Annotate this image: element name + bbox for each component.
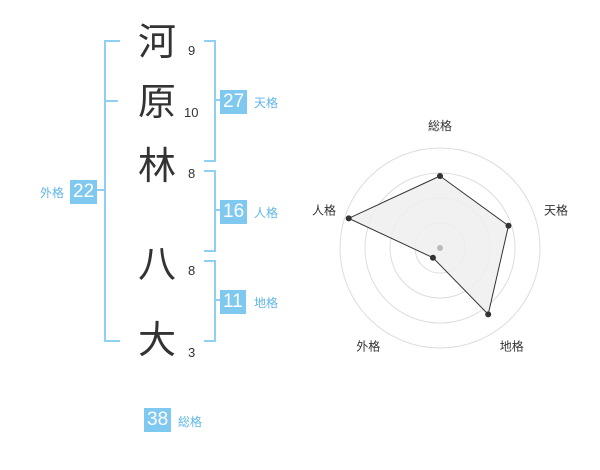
stroke-count-4: 8 [188, 263, 196, 278]
name-char-4: 八 [138, 242, 177, 286]
tenkaku-bracket [204, 40, 216, 162]
chikaku-connector [214, 299, 222, 301]
chikaku-value-badge: 11 [220, 290, 246, 314]
soukaku-label: 総格 [178, 415, 203, 429]
radar-grid-ring [339, 147, 541, 349]
tenkaku-connector [214, 99, 222, 101]
stroke-count-1: 9 [188, 43, 196, 58]
soukaku-value-badge: 38 [144, 408, 172, 432]
radar-point-3 [485, 311, 492, 318]
gaikaku-bracket-mid [104, 100, 118, 102]
radar-point-5 [345, 215, 352, 222]
radar-point-4 [429, 254, 436, 261]
radar-point-1 [437, 173, 443, 179]
tenkaku-value-badge: 27 [220, 90, 248, 114]
name-char-5: 大 [138, 318, 177, 362]
radar-axis-label-3: 地格 [500, 339, 524, 354]
radar-axis-label-2: 天格 [544, 202, 568, 217]
chikaku-bracket [204, 260, 216, 342]
stroke-count-5: 3 [188, 345, 196, 360]
radar-axis-label-4: 外格 [356, 339, 380, 354]
gaikaku-label: 外格 [40, 186, 65, 200]
gaikaku-connector [96, 189, 104, 191]
jinkaku-connector [214, 209, 222, 211]
radar-axis-label-5: 人格 [312, 202, 336, 217]
stroke-count-3: 8 [188, 166, 196, 181]
radar-center-dot [437, 245, 443, 251]
gaikaku-value-badge: 22 [70, 180, 98, 204]
name-char-2: 原 [138, 80, 177, 124]
gaikaku-bracket [104, 40, 120, 342]
chikaku-label: 地格 [254, 296, 279, 310]
tenkaku-label: 天格 [254, 96, 279, 110]
radar-axis-label-1: 総格 [428, 118, 452, 133]
name-char-3: 林 [138, 144, 177, 188]
jinkaku-value-badge: 16 [220, 200, 248, 224]
jinkaku-bracket [204, 170, 216, 252]
stroke-count-2: 10 [184, 105, 199, 120]
jinkaku-label: 人格 [254, 206, 279, 220]
radar-point-2 [505, 222, 512, 229]
name-char-1: 河 [138, 20, 177, 64]
radar-data-polygon [347, 175, 510, 316]
